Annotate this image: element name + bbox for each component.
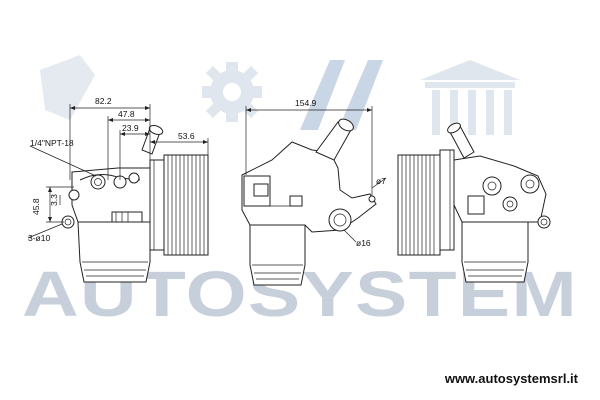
dim-53-6: 53.6 [178, 131, 195, 141]
dim-hole-16: ø16 [356, 238, 371, 248]
dim-npt-thread: 1/4"NPT-18 [30, 138, 74, 148]
dim-154-9: 154.9 [295, 98, 317, 108]
dim-hole-7: ø7 [376, 176, 386, 186]
dim-47-8: 47.8 [118, 109, 135, 119]
dim-45-8: 45.8 [31, 198, 41, 215]
view-right [397, 122, 551, 283]
view-middle [241, 106, 387, 286]
dim-23-9: 23.9 [122, 123, 139, 133]
view-left [27, 104, 209, 283]
dim-82-2: 82.2 [95, 96, 112, 106]
website-url: www.autosystemsrl.it [444, 371, 578, 386]
watermark-graphics [40, 55, 520, 135]
dim-3-holes-10: 3-ø10 [28, 233, 50, 243]
dim-3-3: 3.3 [49, 194, 59, 206]
